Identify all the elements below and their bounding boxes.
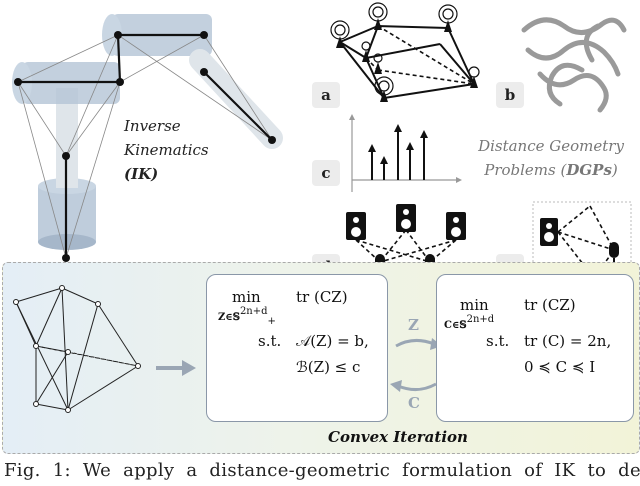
dgp-abbrev: DGPs xyxy=(566,161,612,179)
robot-forearm xyxy=(189,49,283,149)
robot-elbow-cap xyxy=(102,14,122,56)
robot-column xyxy=(56,88,78,188)
sdp-problem-box xyxy=(206,274,388,422)
dgp-label-line1: Distance Geometry xyxy=(478,137,624,155)
dgp-label-line2: Problems (DGPs) xyxy=(484,161,618,179)
cycle-arrows-icon xyxy=(395,339,437,391)
figure-caption: Fig. 1: We apply a distance-geometric fo… xyxy=(4,460,640,481)
left-st: s.t. xyxy=(258,332,282,350)
ik-label-line2: Kinematics xyxy=(124,141,209,159)
right-constraint-1: tr (C) = 2n, xyxy=(524,332,612,350)
left-min-variable: Z∈𝕊2n+d+ xyxy=(218,306,276,327)
dgp-label: Distance Geometry Problems (DGPs) xyxy=(466,134,636,182)
left-objective: tr (CZ) xyxy=(296,288,348,306)
right-min-operator: min xyxy=(460,296,489,314)
sensor-network-figure xyxy=(330,2,480,102)
protein-structure-figure xyxy=(521,17,627,113)
robot-joints xyxy=(14,31,276,262)
left-constraint-2: ℬ(Z) ≤ c xyxy=(296,358,361,376)
convex-iteration-label: Convex Iteration xyxy=(328,428,468,446)
subfigure-tag-b: b xyxy=(496,82,524,108)
subfigure-tag-a: a xyxy=(312,82,340,108)
ik-label-abbrev: (IK) xyxy=(124,165,159,183)
spectrum-figure xyxy=(349,114,462,192)
right-objective: tr (CZ) xyxy=(524,296,576,314)
left-constraint-1: 𝒜(Z) = b, xyxy=(296,332,369,350)
right-st: s.t. xyxy=(486,332,510,350)
auxiliary-problem-box xyxy=(436,274,634,422)
right-min-variable: C∈𝕊2n+d xyxy=(444,314,495,331)
robot-links xyxy=(18,33,273,258)
speaker-icons xyxy=(346,204,466,240)
ik-label-line1: Inverse xyxy=(124,117,181,135)
ik-label: Inverse Kinematics (IK) xyxy=(124,114,209,186)
robot-arm-illustration xyxy=(12,14,283,262)
left-min-operator: min xyxy=(232,288,261,306)
spectrum-peaks xyxy=(371,128,425,180)
robot-distance-lines xyxy=(17,34,273,259)
sensor-antenna-icons xyxy=(336,18,478,102)
sensor-signal-arcs xyxy=(330,2,480,96)
iteration-symbol-z: Z xyxy=(408,316,419,334)
distance-graph xyxy=(13,285,141,413)
speaker-mic-figure xyxy=(346,204,466,278)
subfigure-tag-c: c xyxy=(312,160,340,186)
iteration-symbol-c: C xyxy=(408,394,420,412)
right-arrow-icon xyxy=(156,360,196,376)
right-constraint-2: 0 ≼ C ≼ I xyxy=(524,358,596,376)
